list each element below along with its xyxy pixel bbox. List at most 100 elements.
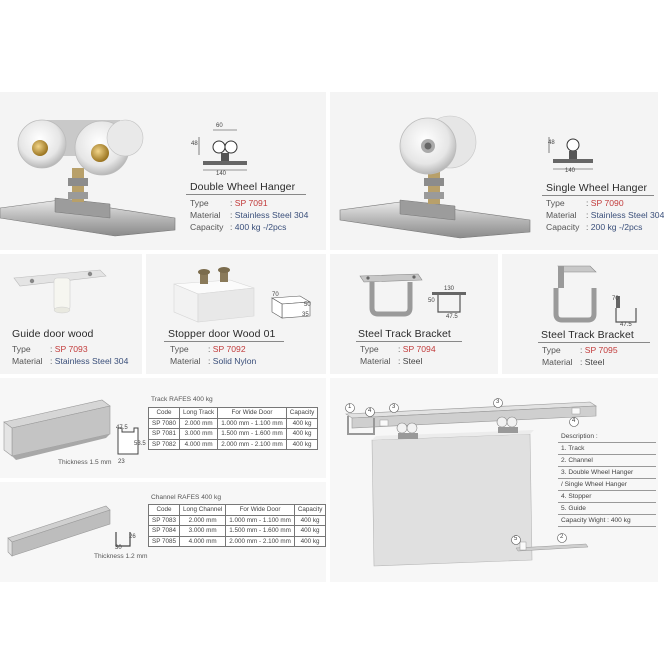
type-value: SP 7094 — [402, 344, 436, 354]
product-title: Double Wheel Hanger — [190, 181, 296, 193]
callout-channel: 2 — [560, 534, 564, 540]
table-cell: SP 7082 — [147, 438, 181, 450]
table-header-cell: Long Channel — [179, 504, 227, 516]
table-cell: 400 kg — [285, 428, 319, 440]
material-value: Stainless Steel 304 — [54, 356, 129, 366]
table-cell: 2.000 mm — [179, 417, 219, 429]
dim-height: 50 — [304, 302, 311, 308]
dim-width: 60 — [216, 123, 223, 129]
callout-stopper: 4 — [368, 408, 372, 414]
spec-list: Type: SP 7094 Material: Steel — [360, 344, 436, 366]
single-wheel-hanger-image — [339, 115, 531, 239]
description-row: / Single Wheel Hanger — [558, 480, 656, 491]
description-row: Capacity Wight : 400 kg — [558, 516, 656, 527]
spec-list: Type: SP 7090 Material: Stainless Steel … — [546, 198, 664, 232]
description-item: 3. Double Wheel Hanger — [561, 469, 634, 476]
dim-depth: 47.5 — [620, 322, 632, 328]
double-hanger-dimension-sketch — [198, 129, 247, 171]
dim-base: 140 — [565, 168, 576, 174]
type-label: Type — [542, 345, 561, 355]
type-label: Type — [546, 198, 565, 208]
description-row: Description : — [558, 432, 656, 443]
spec-list: Type: SP 7095 Material: Steel — [542, 345, 618, 367]
material-label: Material — [190, 210, 221, 220]
description-item: / Single Wheel Hanger — [561, 481, 627, 488]
callout-guide: 5 — [514, 536, 518, 542]
table-cell: 4.000 mm — [179, 438, 219, 450]
table-cell: 400 kg — [285, 438, 319, 450]
table-cell: SP 7084 — [147, 525, 181, 537]
capacity-value: 200 kg -/2pcs — [590, 222, 643, 232]
table-header-cell: Long Track — [179, 407, 219, 419]
description-block: Description : 1. Track 2. Channel 3. Dou… — [558, 432, 658, 528]
single-hanger-dimension-sketch — [548, 137, 593, 170]
table-cell: 400 kg — [285, 417, 319, 429]
material-label: Material — [360, 356, 391, 366]
capacity-note: Capacity Wight : 400 kg — [561, 517, 631, 524]
spec-list: Type: SP 7091 Material: Stainless Steel … — [190, 198, 309, 232]
material-label: Material — [170, 356, 201, 366]
stopper-image — [173, 267, 255, 323]
table-header-cell: Capacity — [293, 504, 327, 516]
type-label: Type — [170, 344, 189, 354]
product-title: Single Wheel Hanger — [546, 182, 648, 194]
steel-track-bracket-image — [359, 273, 423, 317]
table-cell: 400 kg — [293, 535, 327, 547]
product-title: Steel Track Bracket — [358, 328, 451, 340]
assembly-diagram — [345, 398, 597, 567]
dim-width: 47.5 — [116, 425, 128, 431]
description-title: Description : — [561, 433, 598, 440]
channel-dimension-sketch — [115, 532, 131, 547]
type-label: Type — [12, 344, 31, 354]
bracket2-dimension-sketch — [615, 296, 637, 323]
dim-height: 48 — [548, 140, 555, 146]
description-item: 2. Channel — [561, 457, 593, 464]
dim-width: 130 — [444, 286, 455, 292]
type-value: SP 7091 — [234, 198, 268, 208]
type-label: Type — [190, 198, 209, 208]
callout-stopper: 4 — [572, 418, 576, 424]
callout-hanger: 3 — [496, 399, 500, 405]
bracket2-panel — [502, 254, 658, 374]
material-value: Steel — [584, 357, 605, 367]
table-cell: 2.000 mm — [179, 514, 227, 526]
title-underline — [542, 195, 654, 196]
type-value: SP 7095 — [584, 345, 618, 355]
material-value: Steel — [402, 356, 423, 366]
steel-track-bracket-image — [553, 265, 597, 323]
dim-depth: 47.5 — [446, 314, 458, 320]
callout-hanger: 3 — [392, 404, 396, 410]
spec-list: Type: SP 7093 Material: Stainless Steel … — [12, 344, 129, 366]
table-cell: 4.000 mm — [179, 535, 227, 547]
description-row: 2. Channel — [558, 456, 656, 467]
table-cell: 400 kg — [293, 514, 327, 526]
capacity-value: 400 kg -/2pcs — [234, 222, 287, 232]
table-header-cell: Code — [147, 407, 181, 419]
dim-width: 35 — [302, 312, 309, 318]
table-cell: 2.000 mm - 2.100 mm — [225, 535, 295, 547]
track-dimension-sketch — [117, 427, 139, 455]
bracket1-dimension-sketch — [432, 292, 466, 313]
dim-base: 23 — [118, 459, 125, 465]
dim-height: 50 — [428, 298, 435, 304]
table-header-cell: Capacity — [285, 407, 319, 419]
description-row: 1. Track — [558, 444, 656, 455]
channel-image — [7, 505, 111, 557]
product-title: Guide door wood — [12, 328, 94, 340]
table-cell: 1.500 mm - 1.600 mm — [225, 525, 295, 537]
table-cell: SP 7085 — [147, 535, 181, 547]
spec-list: Type: SP 7092 Material: Solid Nylon — [170, 344, 257, 366]
table-header-cell: For Wide Door — [225, 504, 295, 516]
type-value: SP 7092 — [212, 344, 246, 354]
table-cell: 3.000 mm — [179, 525, 227, 537]
table-cell: SP 7080 — [147, 417, 181, 429]
table-cell: 1.000 mm - 1.100 mm — [225, 514, 295, 526]
title-underline — [164, 341, 284, 342]
